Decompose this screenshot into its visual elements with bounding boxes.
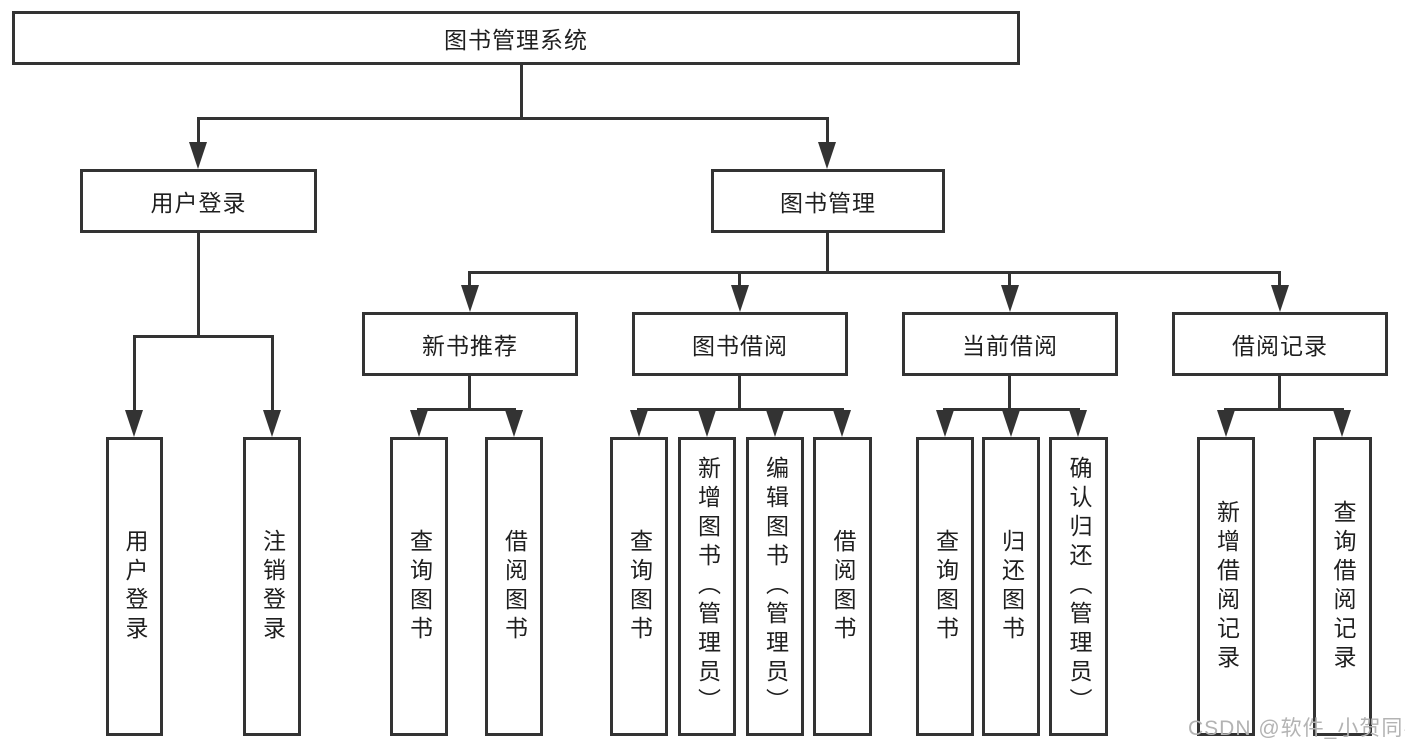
arrow-down-icon — [1001, 285, 1019, 312]
connector-vline — [133, 335, 136, 412]
leaf-user-login: 用户登录 — [106, 437, 163, 736]
leaf-borrowing-borrow-books: 借阅图书 — [813, 437, 872, 736]
node-new-book-recommend: 新书推荐 — [362, 312, 578, 376]
node-borrowing-records: 借阅记录 — [1172, 312, 1388, 376]
connector-vline — [197, 233, 200, 335]
arrow-down-icon — [698, 410, 716, 437]
connector-vline — [1278, 376, 1281, 408]
connector-vline — [826, 117, 829, 145]
connector-vline — [468, 271, 471, 287]
connector-hline — [1224, 408, 1344, 411]
arrow-down-icon — [263, 410, 281, 437]
connector-vline — [738, 376, 741, 408]
connector-hline — [133, 335, 274, 338]
leaf-recommend-borrow-books: 借阅图书 — [485, 437, 543, 736]
node-book-management: 图书管理 — [711, 169, 945, 233]
leaf-recommend-query-books: 查询图书 — [390, 437, 448, 736]
connector-vline — [738, 271, 741, 287]
leaf-borrowing-edit-books-admin: 编辑图书（管理员） — [746, 437, 804, 736]
arrow-down-icon — [1217, 410, 1235, 437]
leaf-current-query-books: 查询图书 — [916, 437, 974, 736]
arrow-down-icon — [461, 285, 479, 312]
connector-vline — [520, 65, 523, 117]
connector-hline — [197, 117, 829, 120]
leaf-records-add-record: 新增借阅记录 — [1197, 437, 1255, 736]
leaf-logout: 注销登录 — [243, 437, 301, 736]
connector-hline — [468, 271, 1281, 274]
arrow-down-icon — [125, 410, 143, 437]
arrow-down-icon — [505, 410, 523, 437]
connector-vline — [197, 117, 200, 145]
arrow-down-icon — [1271, 285, 1289, 312]
connector-vline — [1008, 271, 1011, 287]
arrow-down-icon — [731, 285, 749, 312]
connector-vline — [1278, 271, 1281, 287]
connector-hline — [637, 408, 844, 411]
connector-vline — [1008, 376, 1011, 408]
leaf-current-return-books: 归还图书 — [982, 437, 1040, 736]
arrow-down-icon — [1069, 410, 1087, 437]
leaf-borrowing-add-books-admin: 新增图书（管理员） — [678, 437, 736, 736]
arrow-down-icon — [189, 142, 207, 169]
arrow-down-icon — [1002, 410, 1020, 437]
csdn-watermark: CSDN @软件_小贺同学 — [1188, 717, 1405, 740]
leaf-current-confirm-return-admin: 确认归还（管理员） — [1049, 437, 1108, 736]
connector-hline — [417, 408, 516, 411]
leaf-borrowing-query-books: 查询图书 — [610, 437, 668, 736]
arrow-down-icon — [410, 410, 428, 437]
arrow-down-icon — [630, 410, 648, 437]
connector-vline — [826, 233, 829, 271]
node-book-borrowing: 图书借阅 — [632, 312, 848, 376]
node-current-borrowing: 当前借阅 — [902, 312, 1118, 376]
arrow-down-icon — [936, 410, 954, 437]
leaf-records-query-record: 查询借阅记录 — [1313, 437, 1372, 736]
arrow-down-icon — [818, 142, 836, 169]
connector-vline — [468, 376, 471, 408]
connector-vline — [271, 335, 274, 412]
node-library-system: 图书管理系统 — [12, 11, 1020, 65]
arrow-down-icon — [766, 410, 784, 437]
arrow-down-icon — [1333, 410, 1351, 437]
arrow-down-icon — [833, 410, 851, 437]
node-user-login: 用户登录 — [80, 169, 317, 233]
